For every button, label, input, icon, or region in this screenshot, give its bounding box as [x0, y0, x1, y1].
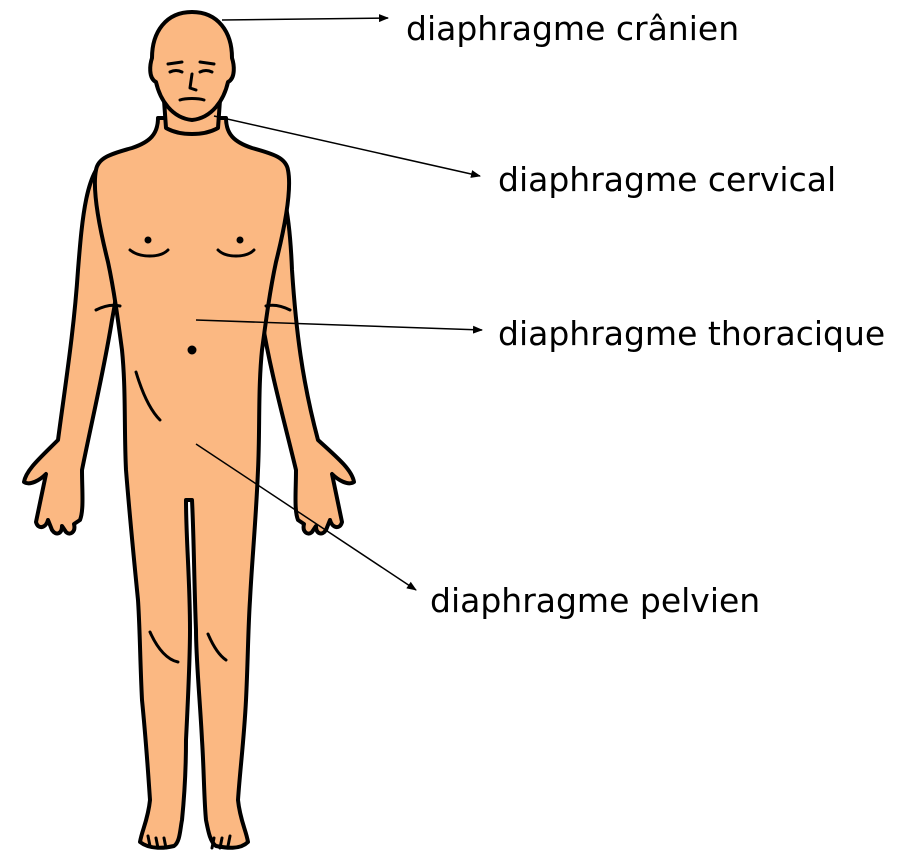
label-pelvic: diaphragme pelvien — [430, 581, 760, 620]
label-cervical: diaphragme cervical — [498, 160, 836, 199]
label-thoracic: diaphragme thoracique — [498, 314, 885, 353]
human-figure — [24, 12, 354, 848]
arrow-cranial — [222, 18, 388, 20]
label-cranial: diaphragme crânien — [406, 9, 739, 48]
torso-and-legs — [95, 118, 289, 848]
